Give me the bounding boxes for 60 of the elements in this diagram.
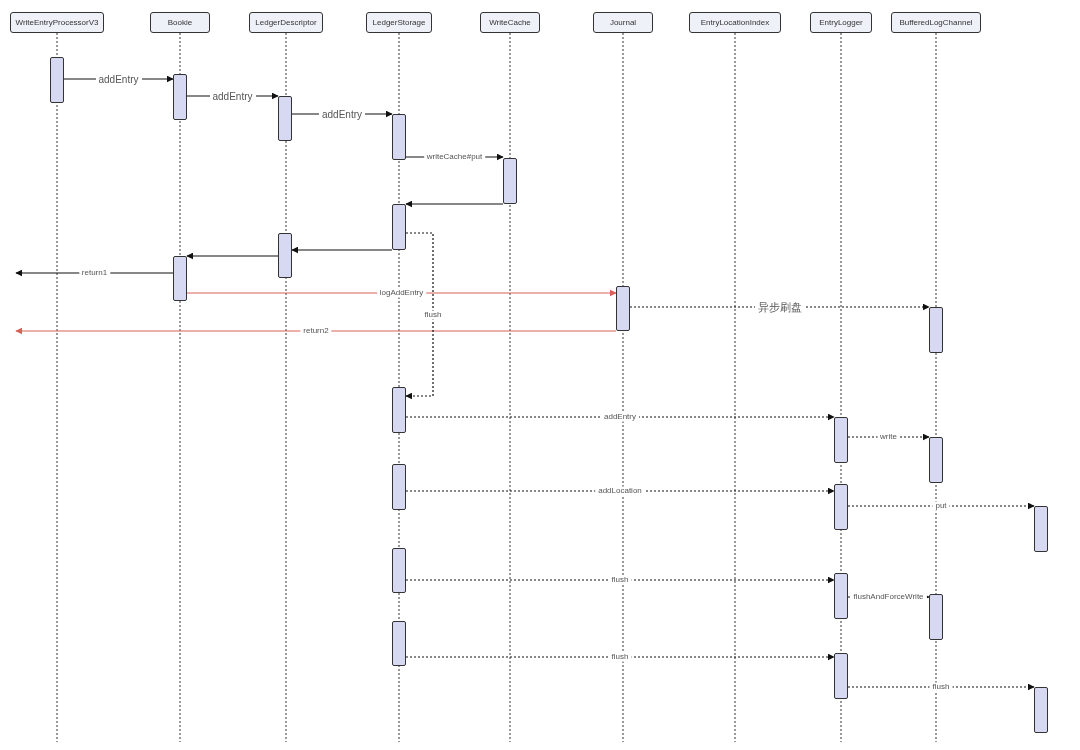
activation-bar — [392, 114, 406, 160]
edge-label: flush — [608, 652, 632, 662]
edge-label: addEntry — [601, 412, 639, 422]
arrow — [15, 327, 617, 335]
activation-bar — [1034, 506, 1048, 552]
edge-label: flushAndForceWrite — [850, 592, 927, 602]
activation-bar — [929, 307, 943, 353]
edge-label: write — [877, 432, 900, 442]
activation-bar — [834, 484, 848, 530]
edge-label: addLocation — [595, 486, 645, 496]
arrow — [405, 653, 835, 661]
activation-bar — [173, 74, 187, 120]
edge-label: addEntry — [319, 108, 365, 120]
arrow — [405, 487, 835, 495]
arrow — [405, 413, 835, 421]
arrow — [186, 289, 617, 297]
activation-bar — [1034, 687, 1048, 733]
arrow — [847, 683, 1035, 691]
arrow — [291, 246, 393, 254]
participant-box: WriteEntryProcessorV3 — [10, 12, 104, 33]
participant-box: BufferedLogChannel — [891, 12, 981, 33]
participant-box: EntryLogger — [810, 12, 872, 33]
activation-bar — [616, 286, 630, 331]
edge-label: writeCache#put — [423, 152, 486, 162]
arrow — [847, 502, 1035, 510]
participant-box: WriteCache — [480, 12, 540, 33]
participant-box: EntryLocationIndex — [689, 12, 781, 33]
edge-label: flush — [608, 575, 632, 585]
activation-bar — [929, 594, 943, 640]
participant-box: LedgerDescriptor — [249, 12, 323, 33]
arrow — [405, 200, 504, 208]
participant-box: Journal — [593, 12, 653, 33]
edge-label: addEntry — [209, 90, 256, 102]
edge-label: return1 — [78, 268, 111, 278]
activation-bar — [392, 621, 406, 666]
participant-box: Bookie — [150, 12, 210, 33]
activation-bar — [929, 437, 943, 483]
activation-bar — [834, 653, 848, 699]
activation-bar — [173, 256, 187, 301]
edge-label: return2 — [300, 326, 332, 336]
activation-bar — [834, 573, 848, 619]
edge-label: logAddEntry — [376, 288, 427, 298]
activation-bar — [392, 387, 406, 433]
activation-bar — [392, 464, 406, 510]
edge-label: flush — [929, 682, 953, 692]
activation-bar — [503, 158, 517, 204]
arrow — [186, 252, 279, 260]
arrow — [405, 576, 835, 584]
edge-label: put — [932, 501, 950, 511]
edge-label: 异步刷盘 — [754, 300, 805, 314]
activation-bar — [278, 96, 292, 141]
activation-bar — [834, 417, 848, 463]
activation-bar — [392, 204, 406, 250]
arrow — [847, 433, 930, 441]
edge-label: addEntry — [95, 73, 142, 85]
participant-box: LedgerStorage — [366, 12, 432, 33]
arrow — [405, 232, 434, 400]
activation-bar — [278, 233, 292, 278]
activation-bar — [392, 548, 406, 593]
activation-bar — [50, 57, 64, 103]
